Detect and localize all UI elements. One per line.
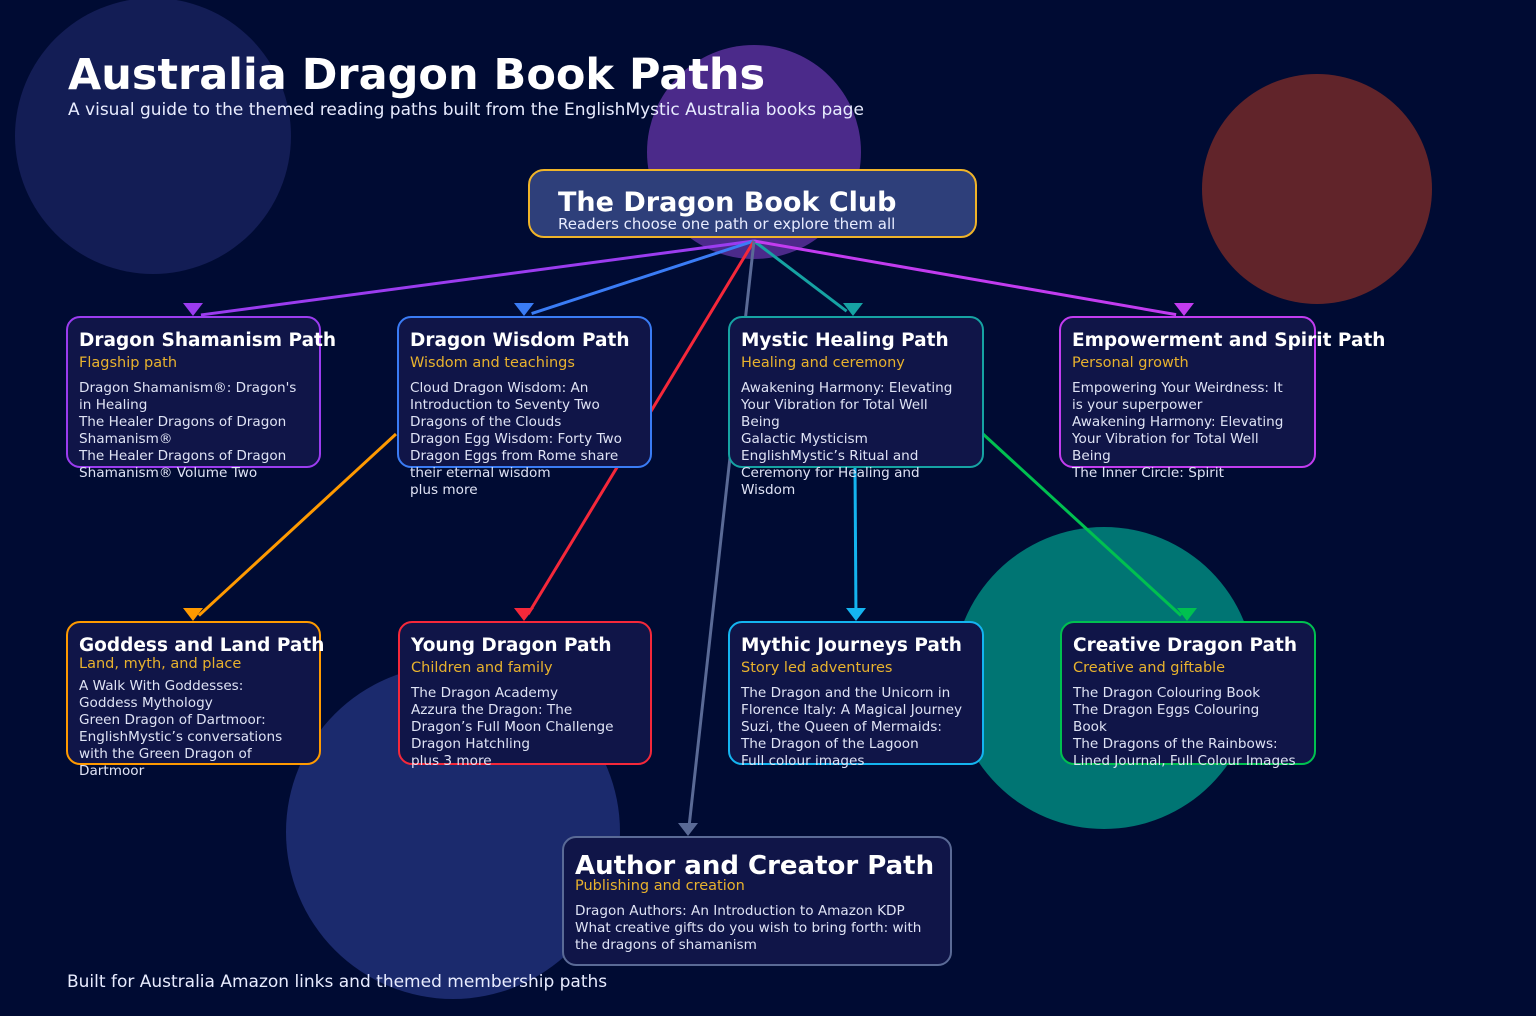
path-node-goddess[interactable]: Goddess and Land Path Land, myth, and pl… (66, 621, 325, 779)
book-item[interactable]: Empowering Your Weirdness: It is your su… (1072, 380, 1283, 413)
edge-mythic (853, 466, 858, 614)
edge-goddess (197, 432, 398, 617)
node-subtitle: Story led adventures (741, 660, 893, 676)
book-item[interactable]: The Dragon Eggs Colouring Book (1073, 702, 1260, 735)
edge-wisdom (531, 239, 755, 315)
book-item[interactable]: Awakening Harmony: Elevating Your Vibrat… (1072, 414, 1284, 464)
path-node-healing[interactable]: Mystic Healing Path Healing and ceremony… (728, 316, 984, 498)
decor-circle (15, 0, 291, 274)
book-item[interactable]: Dragon Egg Wisdom: Forty Two Dragon Eggs… (410, 431, 622, 481)
book-item[interactable]: Suzi, the Queen of Mermaids: The Dragon … (741, 719, 942, 752)
node-book-list: Dragon Authors: An Introduction to Amazo… (575, 903, 921, 954)
book-item[interactable]: Dragon Authors: An Introduction to Amazo… (575, 903, 905, 919)
node-title: Young Dragon Path (411, 635, 612, 656)
book-item[interactable]: Green Dragon of Dartmoor: EnglishMystic’… (79, 712, 283, 779)
node-title: Dragon Wisdom Path (410, 330, 630, 351)
node-subtitle: Land, myth, and place (79, 656, 242, 672)
node-book-list: The Dragon and the Unicorn in Florence I… (741, 685, 962, 770)
arrowhead-icon (183, 303, 203, 316)
arrowhead-icon (1177, 608, 1197, 621)
book-item[interactable]: Awakening Harmony: Elevating Your Vibrat… (741, 380, 953, 430)
page-title: Australia Dragon Book Paths (68, 50, 766, 100)
path-node-young[interactable]: Young Dragon Path Children and family Th… (398, 621, 652, 769)
node-subtitle: Publishing and creation (575, 878, 745, 894)
book-item[interactable]: The Dragon Colouring Book (1073, 685, 1261, 701)
book-item[interactable]: plus 3 more (411, 753, 492, 769)
arrowhead-icon (183, 608, 203, 621)
arrowhead-icon (678, 823, 698, 836)
arrowhead-icon (846, 608, 866, 621)
book-item[interactable]: Dragon Shamanism®: Dragon's in Healing (79, 380, 297, 413)
node-title: Creative Dragon Path (1073, 635, 1298, 656)
node-subtitle: Creative and giftable (1073, 660, 1226, 676)
node-book-list: Awakening Harmony: Elevating Your Vibrat… (741, 380, 952, 499)
book-item[interactable]: Dragon Hatchling (411, 736, 531, 752)
edge-shamanism (200, 239, 755, 317)
arrowhead-icon (843, 303, 863, 316)
arrowhead-icon (514, 608, 534, 621)
node-title: Empowerment and Spirit Path (1072, 330, 1386, 351)
book-item[interactable]: The Healer Dragons of Dragon Shamanism® (79, 414, 287, 447)
node-subtitle: Flagship path (79, 355, 178, 371)
book-item[interactable]: A Walk With Goddesses: Goddess Mythology (79, 678, 244, 711)
arrowhead-icon (1174, 303, 1194, 316)
node-book-list: A Walk With Goddesses: Goddess Mythology… (79, 678, 282, 780)
footer-note: Built for Australia Amazon links and the… (67, 972, 608, 992)
decor-circle (1202, 74, 1432, 304)
node-subtitle: Wisdom and teachings (410, 355, 575, 371)
book-item[interactable]: Cloud Dragon Wisdom: An Introduction to … (410, 380, 600, 430)
book-item[interactable]: plus more (410, 482, 478, 498)
edge-healing (753, 239, 848, 313)
book-item[interactable]: The Healer Dragons of Dragon Shamanism® … (79, 448, 287, 481)
path-node-creative[interactable]: Creative Dragon Path Creative and giftab… (1060, 621, 1316, 769)
node-title: Author and Creator Path (575, 851, 935, 881)
book-item[interactable]: The Dragon Academy (411, 685, 559, 701)
node-book-list: Cloud Dragon Wisdom: An Introduction to … (410, 380, 622, 499)
node-title: Mystic Healing Path (741, 330, 949, 351)
node-subtitle: Personal growth (1072, 355, 1189, 371)
node-title: Goddess and Land Path (79, 635, 325, 656)
book-item[interactable]: The Inner Circle: Spirit (1072, 465, 1224, 481)
book-item[interactable]: The Dragon and the Unicorn in Florence I… (741, 685, 963, 718)
node-subtitle: Children and family (411, 660, 553, 676)
page-subtitle: A visual guide to the themed reading pat… (68, 100, 864, 120)
node-title: Mythic Journeys Path (741, 635, 962, 656)
book-item[interactable]: Full colour images (741, 753, 865, 769)
book-item[interactable]: Galactic Mysticism (741, 431, 868, 447)
path-node-shamanism[interactable]: Dragon Shamanism Path Flagship path Drag… (66, 316, 336, 481)
path-node-mythic[interactable]: Mythic Journeys Path Story led adventure… (728, 621, 984, 769)
path-node-wisdom[interactable]: Dragon Wisdom Path Wisdom and teachings … (397, 316, 652, 498)
book-item[interactable]: What creative gifts do you wish to bring… (575, 920, 922, 953)
node-book-list: Empowering Your Weirdness: It is your su… (1072, 380, 1283, 482)
book-item[interactable]: Azzura the Dragon: The Dragon’s Full Moo… (411, 702, 614, 735)
node-title: Dragon Shamanism Path (79, 330, 337, 351)
path-node-author[interactable]: Author and Creator Path Publishing and c… (562, 836, 952, 966)
edge-creative (981, 432, 1183, 617)
root-title: The Dragon Book Club (558, 187, 897, 218)
root-subtitle: Readers choose one path or explore them … (558, 215, 896, 233)
path-node-empowerment[interactable]: Empowerment and Spirit Path Personal gro… (1059, 316, 1385, 481)
book-item[interactable]: The Dragons of the Rainbows: Lined Journ… (1073, 736, 1296, 769)
arrowhead-icon (514, 303, 534, 316)
edge-empowerment (753, 239, 1177, 317)
node-subtitle: Healing and ceremony (741, 355, 905, 371)
book-item[interactable]: EnglishMystic’s Ritual and Ceremony for … (741, 448, 920, 498)
root-node[interactable]: The Dragon Book Club Readers choose one … (528, 169, 977, 238)
